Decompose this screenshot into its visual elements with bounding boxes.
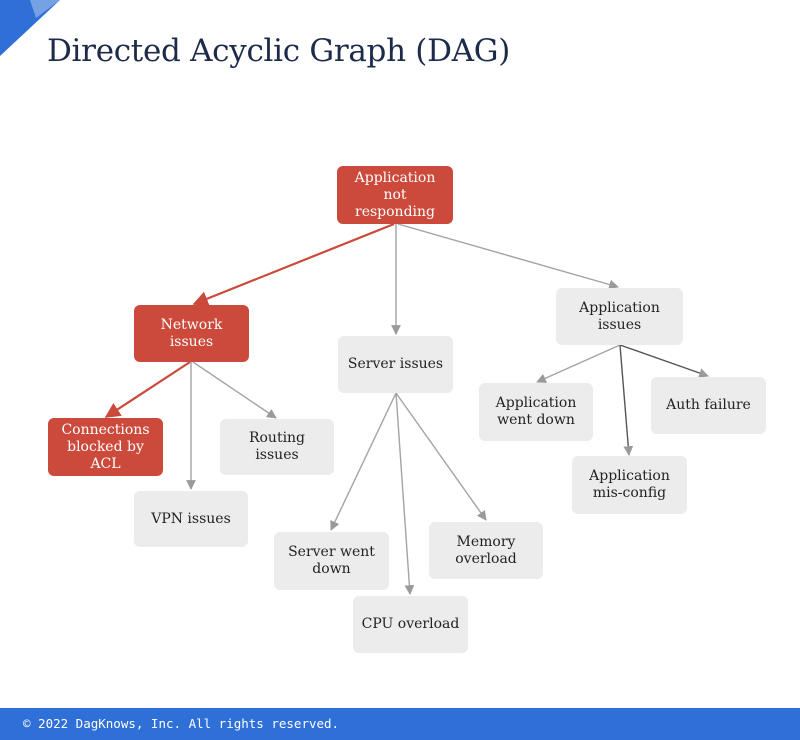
footer-copyright: © 2022 DagKnows, Inc. All rights reserve… bbox=[0, 708, 800, 740]
edge-server-issues-to-memory-overload bbox=[395, 392, 487, 521]
node-server-issues[interactable]: Server issues bbox=[338, 336, 453, 393]
node-cpu-overload[interactable]: CPU overload bbox=[353, 596, 468, 653]
node-application-mis-config[interactable]: Application mis-config bbox=[572, 456, 687, 514]
node-application-not-responding[interactable]: Application not responding bbox=[337, 166, 453, 224]
node-routing-issues[interactable]: Routing issues bbox=[220, 419, 334, 475]
node-application-issues[interactable]: Application issues bbox=[556, 288, 683, 345]
edge-application-issues-to-application-misconfig bbox=[619, 344, 634, 456]
node-connections-blocked-by-acl[interactable]: Connections blocked by ACL bbox=[48, 418, 163, 476]
edge-application-issues-to-auth-failure bbox=[619, 344, 709, 378]
node-auth-failure[interactable]: Auth failure bbox=[651, 377, 766, 434]
edge-server-issues-to-cpu-overload bbox=[395, 392, 415, 595]
node-network-issues[interactable]: Network issues bbox=[134, 305, 249, 362]
edge-network-issues-to-connections-blocked bbox=[104, 361, 191, 418]
page-title: Directed Acyclic Graph (DAG) bbox=[47, 33, 510, 69]
node-application-went-down[interactable]: Application went down bbox=[479, 383, 593, 441]
node-server-went-down[interactable]: Server went down bbox=[274, 532, 389, 590]
edge-server-issues-to-server-went-down bbox=[330, 392, 397, 531]
corner-accent bbox=[0, 0, 60, 56]
node-vpn-issues[interactable]: VPN issues bbox=[134, 491, 248, 547]
node-memory-overload[interactable]: Memory overload bbox=[429, 522, 543, 579]
edge-app-not-responding-to-network-issues bbox=[192, 222, 395, 307]
edge-app-not-responding-to-application-issues bbox=[397, 223, 619, 290]
edge-network-issues-to-routing-issues bbox=[192, 361, 277, 419]
edge-application-issues-to-application-went-down bbox=[536, 344, 621, 383]
